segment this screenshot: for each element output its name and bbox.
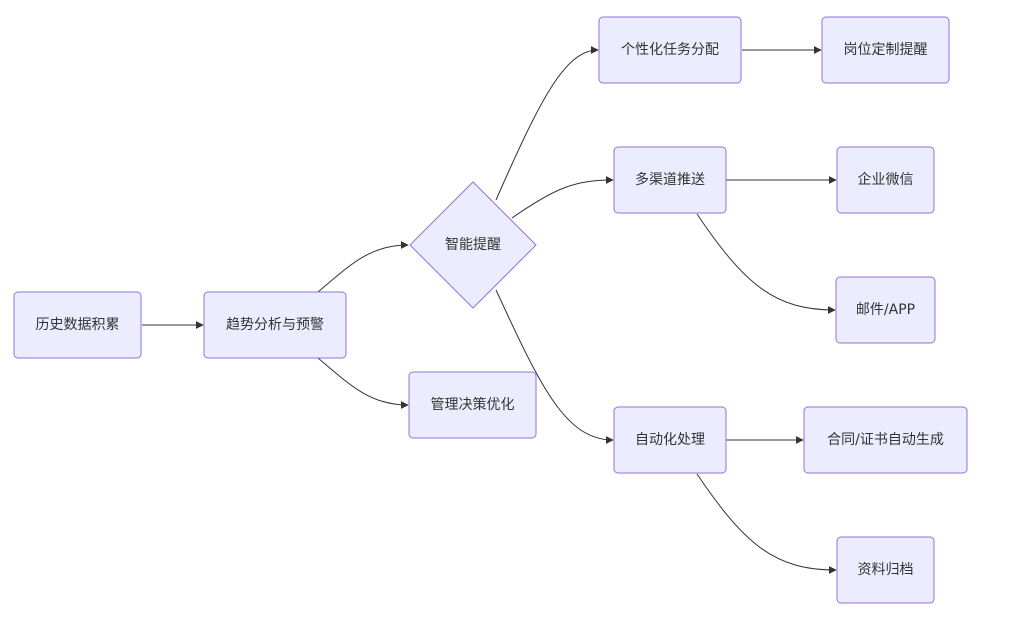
node-post-label: 岗位定制提醒 bbox=[844, 42, 928, 58]
node-wechat-label: 企业微信 bbox=[858, 171, 914, 188]
edge-smart-personal bbox=[495, 46, 599, 201]
node-trend[interactable]: 趋势分析与预警 bbox=[203, 291, 347, 359]
node-post[interactable]: 岗位定制提醒 bbox=[821, 16, 950, 84]
node-mgmt[interactable]: 管理决策优化 bbox=[408, 371, 537, 439]
edge-smart-multi bbox=[511, 176, 614, 219]
node-multi[interactable]: 多渠道推送 bbox=[613, 146, 727, 214]
node-history[interactable]: 历史数据积累 bbox=[13, 291, 142, 359]
node-smart[interactable]: 智能提醒 bbox=[409, 181, 537, 309]
edges bbox=[142, 46, 837, 574]
edge-multi-mail bbox=[696, 213, 836, 314]
node-contract-label: 合同/证书自动生成 bbox=[827, 432, 944, 448]
node-smart-label: 智能提醒 bbox=[445, 237, 501, 253]
node-multi-label: 多渠道推送 bbox=[635, 171, 705, 188]
edge-trend-smart bbox=[317, 241, 409, 293]
node-contract[interactable]: 合同/证书自动生成 bbox=[803, 406, 968, 474]
node-wechat[interactable]: 企业微信 bbox=[836, 146, 935, 214]
node-auto[interactable]: 自动化处理 bbox=[613, 406, 727, 474]
node-trend-label: 趋势分析与预警 bbox=[226, 317, 324, 333]
node-auto-label: 自动化处理 bbox=[635, 432, 705, 448]
node-personal-label: 个性化任务分配 bbox=[621, 42, 719, 58]
edge-auto-archive bbox=[696, 473, 837, 574]
node-mail[interactable]: 邮件/APP bbox=[835, 276, 936, 344]
edge-trend-mgmt bbox=[317, 357, 409, 409]
node-mail-label: 邮件/APP bbox=[856, 302, 915, 318]
node-history-label: 历史数据积累 bbox=[36, 317, 120, 333]
nodes: 历史数据积累 趋势分析与预警 智能提醒 管理决策优化 个性化任务分配 岗位定制提… bbox=[13, 16, 968, 604]
node-personal[interactable]: 个性化任务分配 bbox=[598, 16, 742, 84]
node-archive-label: 资料归档 bbox=[858, 561, 914, 578]
node-archive[interactable]: 资料归档 bbox=[836, 536, 935, 604]
node-mgmt-label: 管理决策优化 bbox=[431, 396, 515, 413]
edge-smart-auto bbox=[495, 289, 614, 444]
